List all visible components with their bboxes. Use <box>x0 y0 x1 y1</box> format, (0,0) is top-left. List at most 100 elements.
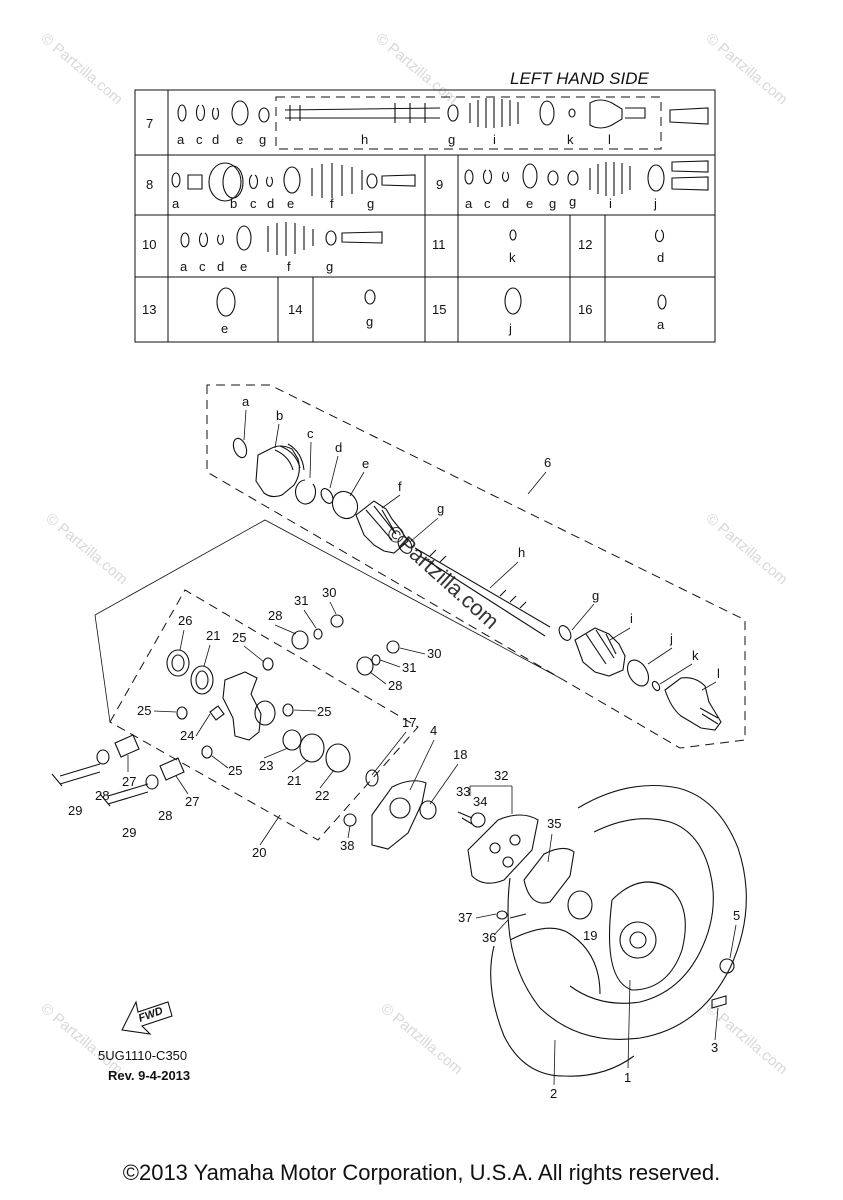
part-letter: d <box>212 132 219 147</box>
part-letter: e <box>236 132 243 147</box>
callout-29: 29 <box>122 825 136 840</box>
part-letter: c <box>199 259 206 274</box>
row-number: 15 <box>432 302 446 317</box>
watermark: © Partzilla.com <box>377 1000 465 1078</box>
part-letter: e <box>526 196 533 211</box>
watermark: © Partzilla.com <box>702 510 790 588</box>
callout-1: 1 <box>624 1070 631 1085</box>
part-letter: j <box>508 321 512 336</box>
callout-35: 35 <box>547 816 561 831</box>
row-10-letters: a c d e f g <box>180 259 333 274</box>
shaft-letter: j <box>669 631 673 646</box>
callout-19: 19 <box>583 928 597 943</box>
shaft-letter: b <box>276 408 283 423</box>
shaft-letter: g <box>437 501 444 516</box>
center-watermark: ©Partzilla.com <box>382 520 504 634</box>
single-part-cells: k d e g j a <box>216 229 667 336</box>
callout-31: 31 <box>402 660 416 675</box>
callout-25: 25 <box>228 763 242 778</box>
wheel-assembly <box>343 769 747 1077</box>
drive-shaft-parts <box>232 437 722 731</box>
callout-27: 27 <box>122 774 136 789</box>
shaft-letter: i <box>630 611 633 626</box>
callout-31: 31 <box>294 593 308 608</box>
row-8-parts: a b c d e f g <box>171 162 416 211</box>
part-letter: a <box>172 196 180 211</box>
callout-6: 6 <box>544 455 551 470</box>
row-8-letters: a b c d e f g <box>172 196 374 211</box>
row-number: 12 <box>578 237 592 252</box>
row-number: 8 <box>146 177 153 192</box>
callout-24: 24 <box>180 728 194 743</box>
shaft-letter: a <box>242 394 250 409</box>
part-letter: a <box>180 259 188 274</box>
callout-3: 3 <box>711 1040 718 1055</box>
part-letter: g <box>448 132 455 147</box>
part-letter: e <box>240 259 247 274</box>
callout-30: 30 <box>322 585 336 600</box>
part-letter: d <box>657 250 664 265</box>
shaft-assembly-boundary <box>206 384 746 749</box>
shaft-letter: g <box>592 588 599 603</box>
shaft-letter: c <box>307 426 314 441</box>
shaft-letter: l <box>717 666 720 681</box>
callout-28: 28 <box>95 788 109 803</box>
watermark: © Partzilla.com <box>37 1000 125 1078</box>
callout-28: 28 <box>158 808 172 823</box>
numbered-callouts: 1 2 3 4 5 17 18 19 20 21 21 22 23 24 <box>68 585 740 1101</box>
watermark: © Partzilla.com <box>372 30 460 108</box>
part-letter: d <box>502 196 509 211</box>
part-letter: c <box>250 196 257 211</box>
callout-25: 25 <box>317 704 331 719</box>
callout-29: 29 <box>68 803 82 818</box>
callout-37: 37 <box>458 910 472 925</box>
diagram-code: 5UG1110-C350 <box>98 1048 188 1063</box>
callout-38: 38 <box>340 838 354 853</box>
part-letter: k <box>509 250 516 265</box>
exploded-view: a b c d e f g h g i j k l 6 <box>51 384 747 1101</box>
part-letter: g <box>366 314 373 329</box>
callout-5: 5 <box>733 908 740 923</box>
part-letter: g <box>549 196 556 211</box>
row-9-letters: a c d e g g i j <box>465 194 657 211</box>
row-number: 9 <box>436 177 443 192</box>
part-letter: e <box>287 196 294 211</box>
callout-21: 21 <box>206 628 220 643</box>
callout-28: 28 <box>268 608 282 623</box>
row-10-parts: a c d e f g <box>180 222 383 274</box>
callout-36: 36 <box>482 930 496 945</box>
callout-32: 32 <box>494 768 508 783</box>
forward-arrow-icon: FWD <box>121 1000 173 1035</box>
row-number: 16 <box>578 302 592 317</box>
watermark: © Partzilla.com <box>42 510 130 588</box>
callout-26: 26 <box>178 613 192 628</box>
callout-20: 20 <box>252 845 266 860</box>
callout-23: 23 <box>259 758 273 773</box>
part-letter: a <box>465 196 473 211</box>
shaft-letter: k <box>692 648 699 663</box>
part-letter: c <box>196 132 203 147</box>
callout-21: 21 <box>287 773 301 788</box>
callout-18: 18 <box>453 747 467 762</box>
callout-25: 25 <box>232 630 246 645</box>
callout-25: 25 <box>137 703 151 718</box>
callout-22: 22 <box>315 788 329 803</box>
part-letter: h <box>361 132 368 147</box>
part-letter: l <box>608 132 611 147</box>
row-number: 10 <box>142 237 156 252</box>
part-letter: g <box>259 132 266 147</box>
part-letter: k <box>567 132 574 147</box>
watermark: © Partzilla.com <box>702 30 790 108</box>
callout-33: 33 <box>456 784 470 799</box>
part-letter: i <box>493 132 496 147</box>
part-letter: c <box>484 196 491 211</box>
callout-4: 4 <box>430 723 437 738</box>
shaft-letter: f <box>398 479 402 494</box>
callout-28: 28 <box>388 678 402 693</box>
row-number: 7 <box>146 116 153 131</box>
table-title: LEFT HAND SIDE <box>510 69 650 88</box>
shaft-letter: h <box>518 545 525 560</box>
row-number: 13 <box>142 302 156 317</box>
shaft-letter: e <box>362 456 369 471</box>
